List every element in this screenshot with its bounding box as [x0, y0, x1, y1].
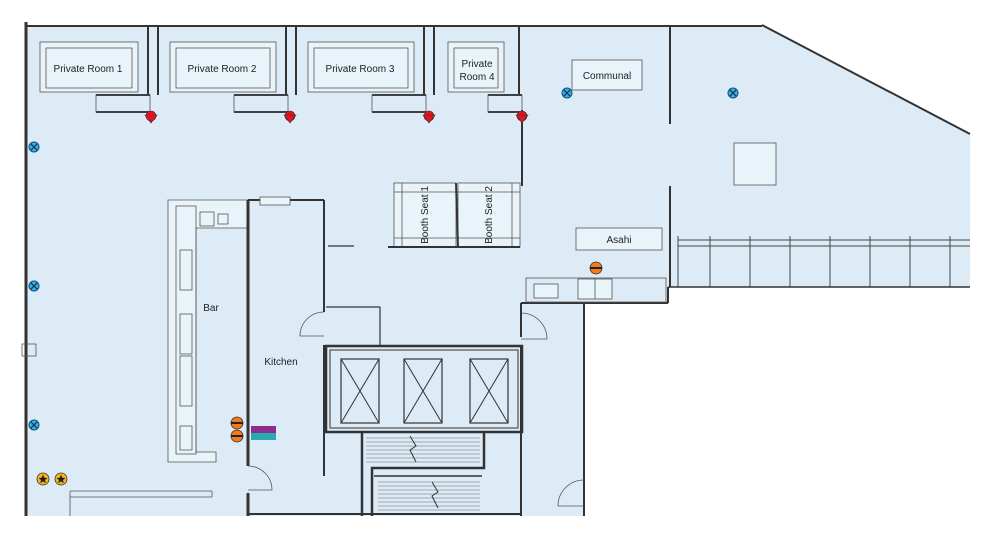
service-station: [525, 277, 667, 303]
elevator-core: [324, 344, 524, 434]
blue-x-marker: [561, 87, 573, 99]
teal-bar-marker: [251, 433, 276, 440]
booth-seat-2-label: Booth Seat 2: [484, 186, 495, 244]
corridor-walls: [326, 245, 381, 346]
private-room-2-label: Private Room 2: [188, 64, 257, 75]
bottom-left-bench: [69, 490, 213, 516]
asahi-counter: [575, 227, 663, 251]
kitchen-walls: [246, 199, 521, 516]
door-swings: [247, 311, 585, 507]
red-markers: [144, 110, 529, 124]
purple-bar-marker: [251, 426, 276, 433]
private-room-tables: [39, 41, 523, 113]
booth-seats: [388, 182, 521, 248]
bar-label: Bar: [203, 303, 219, 314]
blue-x-marker: [28, 141, 40, 153]
communal-label: Communal: [583, 71, 631, 82]
private-room-1-label: Private Room 1: [54, 64, 123, 75]
private-room-4-label-line1: Private: [461, 59, 493, 70]
private-room-4-label-line2: Room 4: [459, 72, 494, 83]
orange-markers: [230, 261, 603, 443]
orange-striped-marker: [589, 261, 603, 275]
yellow-markers: [36, 472, 68, 486]
kitchen-label: Kitchen: [264, 357, 297, 368]
blue-x-marker: [727, 87, 739, 99]
deck-railing: [677, 236, 970, 287]
blue-markers: [28, 87, 739, 431]
yellow-star-marker: [54, 472, 68, 486]
yellow-star-marker: [36, 472, 50, 486]
kitchen-pass: [259, 196, 291, 206]
left-wall-window: [21, 343, 37, 357]
square-table: [733, 142, 777, 186]
booth-seat-1-label: Booth Seat 1: [420, 186, 431, 244]
communal-table: [571, 59, 643, 91]
asahi-label: Asahi: [606, 235, 631, 246]
blue-x-marker: [28, 419, 40, 431]
orange-striped-marker: [230, 416, 244, 430]
orange-striped-marker: [230, 429, 244, 443]
stairwell: [360, 432, 486, 516]
private-room-3-label: Private Room 3: [326, 64, 395, 75]
blue-x-marker: [28, 280, 40, 292]
